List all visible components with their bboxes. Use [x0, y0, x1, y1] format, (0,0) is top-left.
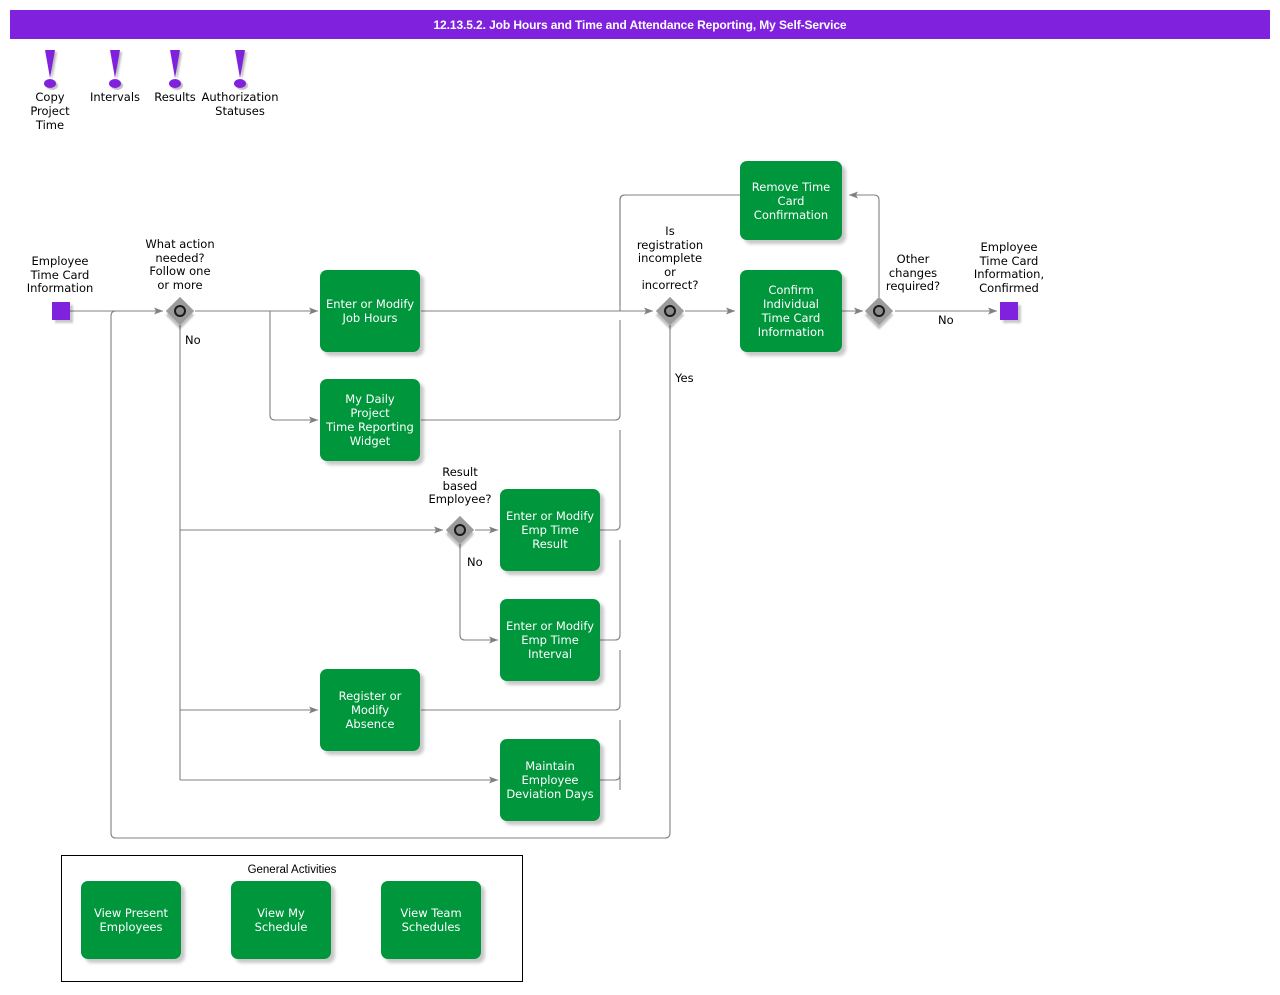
edge-label-no-3: No	[938, 313, 954, 327]
exclamation-icon	[5, 50, 95, 90]
page-title: 12.13.5.2. Job Hours and Time and Attend…	[433, 17, 847, 32]
exclamation-icon	[130, 50, 220, 90]
annotation-authorization-statuses[interactable]: Authorization Statuses	[195, 50, 285, 118]
exclamation-dot	[44, 79, 56, 88]
task-confirm-individual-time-card-information[interactable]: Confirm Individual Time Card Information	[740, 270, 842, 352]
task-register-or-modify-absence[interactable]: Register or Modify Absence	[320, 669, 420, 751]
general-activities-panel: General Activities View Present Employee…	[61, 855, 523, 982]
exclamation-dot	[109, 79, 121, 88]
task-label: Confirm Individual Time Card Information	[757, 283, 825, 339]
gateway-registration-incomplete-label: Is registration incomplete or incorrect?	[636, 224, 704, 292]
inclusive-gateway-ring-icon	[174, 305, 186, 317]
start-data-object[interactable]	[52, 302, 70, 320]
exclamation-bar	[170, 50, 180, 78]
task-label: View Team Schedules	[400, 906, 462, 934]
exclamation-icon	[70, 50, 160, 90]
task-maintain-employee-deviation-days[interactable]: Maintain Employee Deviation Days	[500, 739, 600, 821]
exclamation-dot	[234, 79, 246, 88]
window-title-bar: 12.13.5.2. Job Hours and Time and Attend…	[10, 10, 1270, 39]
annotation-label: Copy Project Time	[30, 90, 70, 132]
task-view-present-employees[interactable]: View Present Employees	[81, 881, 181, 959]
task-label: Enter or Modify Emp Time Interval	[505, 619, 595, 661]
inclusive-gateway-ring-icon	[873, 305, 885, 317]
end-data-object-label: Employee Time Card Information, Confirme…	[973, 240, 1045, 295]
task-label: Register or Modify Absence	[338, 689, 402, 731]
gateway-result-based-employee-label: Result based Employee?	[428, 465, 492, 506]
annotation-copy-project-time[interactable]: Copy Project Time	[5, 50, 95, 132]
task-enter-or-modify-job-hours[interactable]: Enter or Modify Job Hours	[320, 270, 420, 352]
task-view-team-schedules[interactable]: View Team Schedules	[381, 881, 481, 959]
exclamation-icon	[195, 50, 285, 90]
gateway-what-action-needed[interactable]	[165, 296, 195, 326]
task-view-my-schedule[interactable]: View My Schedule	[231, 881, 331, 959]
task-label: Enter or Modify Emp Time Result	[505, 509, 595, 551]
exclamation-bar	[235, 50, 245, 78]
task-label: View My Schedule	[254, 906, 308, 934]
task-enter-or-modify-emp-time-result[interactable]: Enter or Modify Emp Time Result	[500, 489, 600, 571]
annotation-label: Results	[154, 90, 196, 104]
annotation-label: Intervals	[89, 90, 141, 104]
annotation-results[interactable]: Results	[130, 50, 220, 104]
task-my-daily-project-time-reporting-widget[interactable]: My Daily Project Time Reporting Widget	[320, 379, 420, 461]
edge-label-no-1: No	[185, 333, 201, 347]
task-label: My Daily Project Time Reporting Widget	[326, 392, 414, 448]
gateway-what-action-needed-label: What action needed? Follow one or more	[145, 237, 215, 292]
edge-label-no-2: No	[467, 555, 483, 569]
task-label: Remove Time Card Confirmation	[751, 179, 831, 222]
task-label: Enter or Modify Job Hours	[325, 297, 415, 325]
annotation-intervals[interactable]: Intervals	[70, 50, 160, 104]
end-data-object[interactable]	[1000, 302, 1018, 320]
general-activities-title: General Activities	[247, 864, 337, 876]
exclamation-dot	[169, 79, 181, 88]
task-remove-time-card-confirmation[interactable]: Remove Time Card Confirmation	[740, 161, 842, 240]
task-enter-or-modify-emp-time-interval[interactable]: Enter or Modify Emp Time Interval	[500, 599, 600, 681]
inclusive-gateway-ring-icon	[454, 524, 466, 536]
exclamation-bar	[45, 50, 55, 78]
exclamation-bar	[110, 50, 120, 78]
inclusive-gateway-ring-icon	[664, 305, 676, 317]
edge-label-yes: Yes	[675, 371, 694, 385]
gateway-other-changes-required[interactable]	[864, 296, 894, 326]
task-label: View Present Employees	[93, 906, 169, 934]
annotation-label: Authorization Statuses	[201, 90, 279, 118]
gateway-result-based-employee[interactable]	[445, 515, 475, 545]
start-data-object-label: Employee Time Card Information	[26, 254, 94, 295]
task-label: Maintain Employee Deviation Days	[506, 759, 594, 801]
gateway-other-changes-required-label: Other changes required?	[885, 252, 941, 293]
gateway-registration-incomplete[interactable]	[655, 296, 685, 326]
